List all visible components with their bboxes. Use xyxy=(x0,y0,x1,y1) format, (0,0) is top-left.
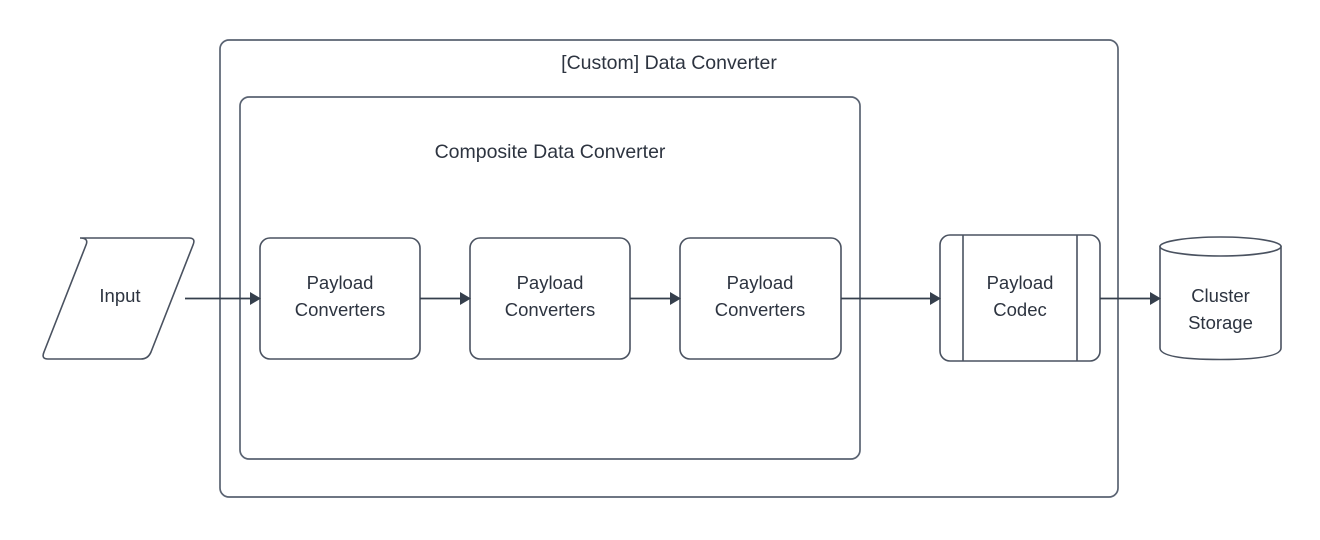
container-custom-data-converter[interactable]: [Custom] Data Converter xyxy=(219,39,1119,498)
input-shape xyxy=(42,237,195,360)
payload-codec-label-line2: Codec xyxy=(993,299,1046,320)
composite-data-converter-border xyxy=(239,96,861,460)
edge-codec-to-storage-arrowhead xyxy=(1150,292,1161,305)
payload-codec-label-line1: Payload xyxy=(987,272,1054,293)
cluster-storage-label-line2: Storage xyxy=(1188,312,1253,333)
composite-data-converter-label: Composite Data Converter xyxy=(435,141,666,163)
cluster-storage-top-ellipse xyxy=(1159,236,1282,257)
node-input[interactable]: Input xyxy=(42,237,195,360)
payload-converters-2-label-line1: Payload xyxy=(517,272,584,293)
payload-converters-2-label-line2: Converters xyxy=(505,299,595,320)
cluster-storage-label-line1: Cluster xyxy=(1191,285,1250,306)
input-label: Input xyxy=(99,285,140,306)
edge-payload-codec-to-cluster-storage[interactable] xyxy=(1100,292,1161,305)
node-cluster-storage[interactable]: Cluster Storage xyxy=(1159,236,1282,361)
node-payload-converters-1[interactable]: Payload Converters xyxy=(259,237,421,360)
container-composite-data-converter[interactable]: Composite Data Converter xyxy=(239,96,861,460)
node-payload-codec[interactable]: Payload Codec xyxy=(939,234,1101,362)
payload-converters-3-label-line2: Converters xyxy=(715,299,805,320)
edge-payload-converters-2-to-3[interactable] xyxy=(630,292,681,305)
node-payload-converters-2[interactable]: Payload Converters xyxy=(469,237,631,360)
edge-pc1-to-pc2-arrowhead xyxy=(460,292,471,305)
payload-converters-3-label-line1: Payload xyxy=(727,272,794,293)
edge-payload-converters-3-to-payload-codec[interactable] xyxy=(841,292,941,305)
edge-pc2-to-pc3-arrowhead xyxy=(670,292,681,305)
custom-data-converter-border xyxy=(219,39,1119,498)
edge-input-to-pc1-arrowhead xyxy=(250,292,261,305)
node-payload-converters-3[interactable]: Payload Converters xyxy=(679,237,842,360)
edge-payload-converters-1-to-2[interactable] xyxy=(420,292,471,305)
cluster-storage-body xyxy=(1159,245,1282,361)
payload-converters-1-label-line2: Converters xyxy=(295,299,385,320)
edge-input-to-payload-converters-1[interactable] xyxy=(185,292,261,305)
edge-pc3-to-codec-arrowhead xyxy=(930,292,941,305)
custom-data-converter-label: [Custom] Data Converter xyxy=(561,52,777,74)
payload-converters-1-label-line1: Payload xyxy=(307,272,374,293)
